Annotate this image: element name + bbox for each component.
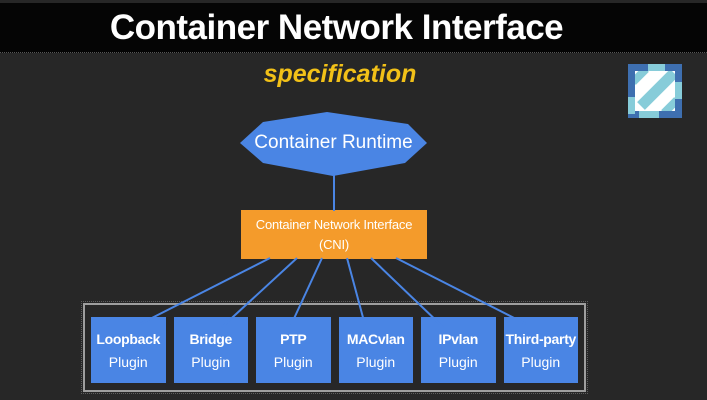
plugin-type: Plugin xyxy=(356,353,396,370)
cni-node-label-line2: (CNI) xyxy=(318,236,350,252)
plugin-name: Bridge xyxy=(189,330,233,347)
cni-node-label-line1: Container Network Interface xyxy=(255,217,413,233)
plugin-box-ipvlan: IPvlan Plugin xyxy=(421,317,496,383)
plugin-box-loopback: Loopback Plugin xyxy=(91,317,166,383)
title-bar: Container Network Interface xyxy=(0,3,707,53)
plugin-type: Plugin xyxy=(191,353,231,370)
subtitle: specification xyxy=(263,60,417,88)
cni-node: Container Network Interface (CNI) xyxy=(241,210,427,259)
plugin-box-bridge: Bridge Plugin xyxy=(173,317,248,383)
plugin-name: IPvlan xyxy=(438,330,479,347)
plugin-name: PTP xyxy=(280,330,307,347)
runtime-node-label: Container Runtime xyxy=(254,132,413,153)
plugin-box-macvlan: MACvlan Plugin xyxy=(338,317,413,383)
plugin-box-third-party: Third-party Plugin xyxy=(503,317,578,383)
plugin-type: Plugin xyxy=(108,353,148,370)
plugin-type: Plugin xyxy=(273,353,313,370)
plugin-name: Loopback xyxy=(96,330,161,347)
plugins-container: Loopback Plugin Bridge Plugin PTP Plugin… xyxy=(81,301,588,394)
plugin-box-ptp: PTP Plugin xyxy=(256,317,331,383)
page-title: Container Network Interface xyxy=(109,7,564,47)
plugin-name: Third-party xyxy=(505,330,577,347)
cni-logo-icon xyxy=(628,64,682,118)
cni-logo-svg xyxy=(628,64,682,118)
plugin-type: Plugin xyxy=(438,353,478,370)
plugin-name: MACvlan xyxy=(346,330,405,347)
plugin-type: Plugin xyxy=(521,353,561,370)
